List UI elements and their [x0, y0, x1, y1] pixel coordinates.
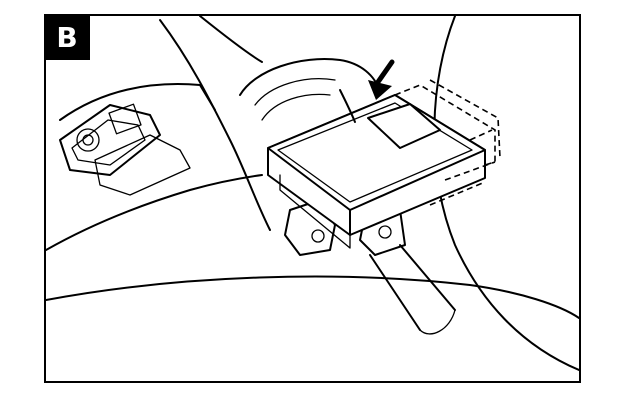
- steering-column-curve: [159, 19, 271, 231]
- large-arc: [433, 16, 579, 371]
- connector-harness: [339, 89, 356, 123]
- ignition-housing: [239, 58, 381, 96]
- removed-position-outline: [394, 79, 501, 206]
- dashboard-lower-edge: [46, 174, 263, 251]
- module-unit: [267, 94, 486, 249]
- panel-label: B: [44, 14, 90, 60]
- steering-wheel-rim: [199, 16, 263, 63]
- arrow-down-icon: [368, 59, 395, 100]
- dashboard-upper-edge: [59, 83, 216, 121]
- console-curve: [46, 275, 579, 319]
- switch-panel: [59, 103, 191, 196]
